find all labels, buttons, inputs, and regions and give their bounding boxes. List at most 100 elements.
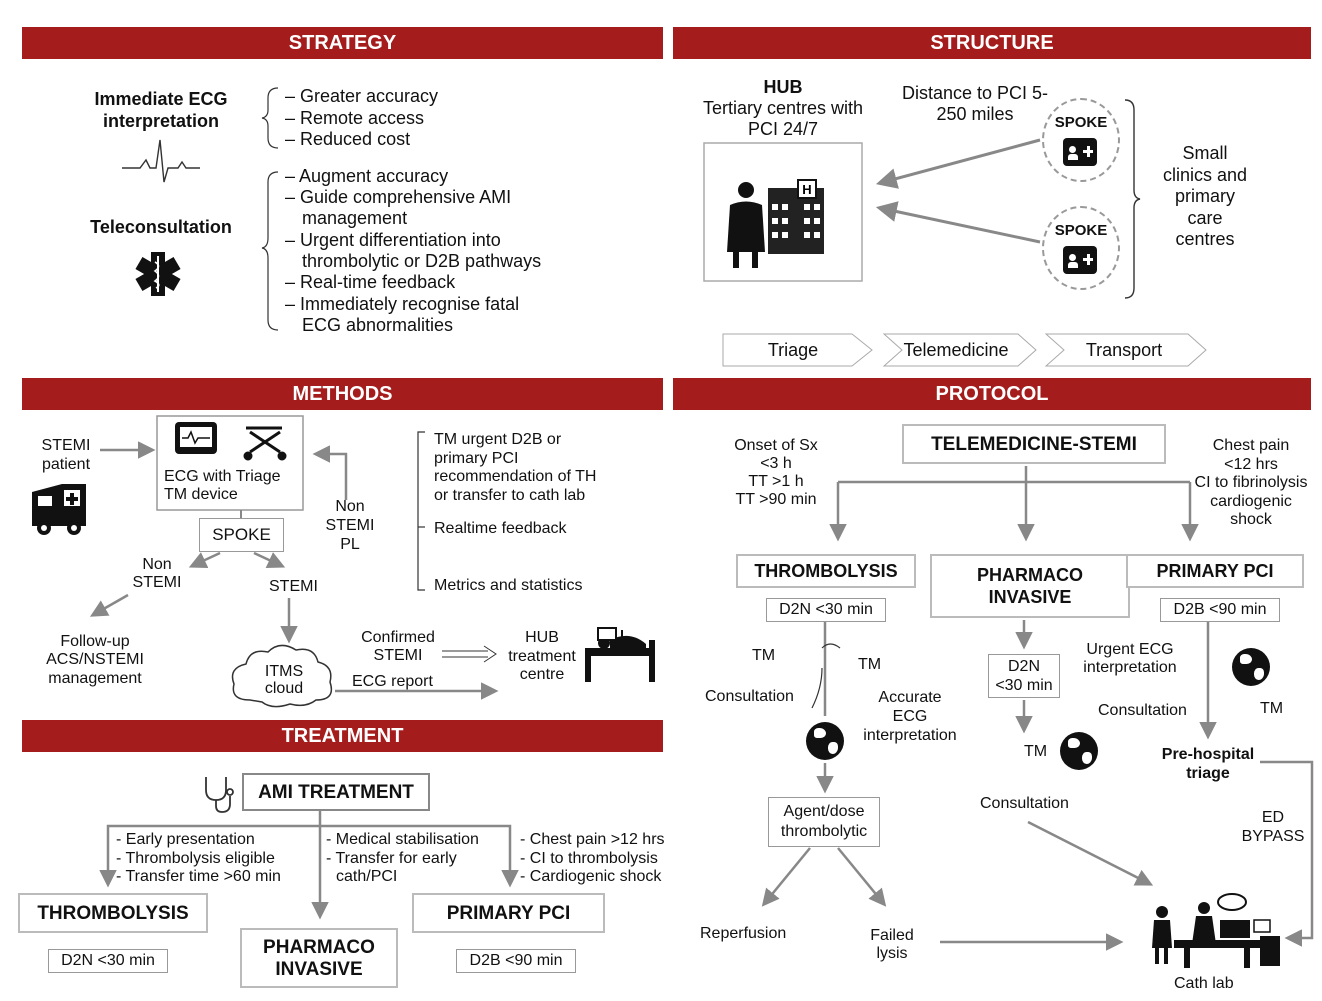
hub-title: HUB [763,77,803,97]
spoke-label: SPOKE [1054,114,1108,131]
spoke-node [1042,98,1120,182]
pharmaco-line: PHARMACO [977,565,1083,585]
tm-label: TM [752,647,776,664]
protocol-d2n-box: D2N <30 min [766,598,886,622]
ecg-item: – Greater accuracy [285,86,439,106]
non-stemi-label: Non [142,556,172,573]
consultation-label: Consultation [980,795,1069,812]
ed-bypass-label: BYPASS [1241,828,1305,845]
hub-treatment-label: treatment [508,648,576,665]
tm-item: Metrics and statistics [434,577,583,594]
criteria-item: - Thrombolysis eligible [116,850,275,867]
stemi-patient-label: patient [41,456,91,473]
ecg-title-line1: Immediate ECG [94,89,228,109]
consultation-label: Consultation [705,688,794,705]
structure-header: STRUCTURE [673,27,1311,59]
confirmed-label: STEMI [373,647,423,664]
followup-label: ACS/NSTEMI [46,651,144,668]
onset-label: Onset of Sx [734,437,818,454]
stemi-label: STEMI [269,578,318,595]
globe-icon [1060,732,1098,770]
tele-item: ECG abnormalities [302,315,454,335]
hub-subtitle: Tertiary centres with [702,98,864,118]
spoke-node [1042,206,1120,290]
protocol-header: PROTOCOL [673,378,1311,410]
clinics-label: Small [1182,143,1228,163]
tele-item: management [302,208,408,228]
chest-pain-label: Chest pain [1212,437,1290,454]
distance-label: Distance to PCI 5- [901,83,1049,103]
agent-dose-box: Agent/dose thrombolytic [768,797,880,847]
hub-treatment-label: HUB [525,629,559,646]
clinics-label: care [1187,208,1223,228]
tele-item: – Urgent differentiation into [285,230,501,250]
spoke-box: SPOKE [199,518,284,552]
medical-kit-icon [1063,138,1097,166]
d2n-line: D2N [1007,658,1040,675]
criteria-item: - Transfer for early [326,850,457,867]
globe-icon [806,722,844,760]
agent-line: Agent/dose [783,803,865,820]
chest-pain-label: cardiogenic [1210,493,1292,510]
distance-label: 250 miles [936,104,1014,124]
medical-kit-icon [1063,246,1097,274]
clinics-label: primary [1174,186,1235,206]
cloud-label: ITMS [264,663,304,680]
urgent-ecg-label: Urgent ECG [1086,641,1174,658]
onset-label: TT >1 h [748,473,804,490]
accurate-ecg-label: interpretation [863,727,957,744]
star-of-life-icon [135,252,181,296]
methods-header: METHODS [22,378,663,410]
thrombolytic-line: thrombolytic [780,823,868,840]
hub-subtitle: PCI 24/7 [747,119,819,139]
criteria-item: - Cardiogenic shock [520,868,662,885]
criteria-item: - Chest pain >12 hrs [520,831,665,848]
invasive-line: INVASIVE [988,587,1072,607]
tm-label: TM [1024,743,1048,760]
chest-pain-label: shock [1230,511,1272,528]
onset-label: <3 h [760,455,792,472]
primary-pci-box: PRIMARY PCI [412,893,605,933]
prehospital-label: Pre-hospital [1161,746,1255,763]
stemi-patient-label: STEMI [41,437,91,454]
pharmaco-line: PHARMACO [263,937,375,958]
step-triage: Triage [767,340,819,360]
chest-pain-label: CI to fibrinolysis [1194,474,1308,491]
criteria-item: - CI to thrombolysis [520,850,658,867]
ed-bypass-label: ED [1261,809,1285,826]
confirmed-label: Confirmed [361,629,435,646]
ami-treatment-box: AMI TREATMENT [242,773,430,811]
device-label: TM device [164,486,238,503]
svg-text:H: H [802,182,811,197]
telemedicine-stemi-box: TELEMEDICINE-STEMI [902,424,1166,464]
protocol-thrombolysis-box: THROMBOLYSIS [736,554,916,588]
non-stemi-label: STEMI [132,574,182,591]
followup-label: management [48,670,142,687]
failed-lysis-label: Failed [870,927,914,944]
stethoscope-icon [205,777,234,813]
tele-item: thrombolytic or D2B pathways [302,251,542,271]
ecg-title-line2: interpretation [102,111,219,131]
protocol-primary-pci-box: PRIMARY PCI [1126,554,1304,588]
criteria-item: - Transfer time >60 min [116,868,281,885]
protocol-pharmaco-box: PHARMACO INVASIVE [930,554,1130,618]
tm-item: primary PCI [434,450,519,467]
ecg-report-label: ECG report [352,673,433,690]
thrombolysis-box: THROMBOLYSIS [18,893,208,933]
tm-label: TM [1260,700,1284,717]
tm-item: recommendation of TH [434,468,597,485]
protocol-d2b-box: D2B <90 min [1160,598,1280,622]
pharmaco-invasive-box: PHARMACO INVASIVE [240,928,398,988]
non-stemi-pl-label: PL [340,536,360,553]
failed-lysis-label: lysis [876,945,908,962]
cloud-label: cloud [264,680,304,697]
criteria-item: - Early presentation [116,831,255,848]
globe-icon [1232,648,1270,686]
tm-label: TM [858,656,882,673]
prehospital-label: triage [1186,765,1230,782]
chest-pain-label: <12 hrs [1224,456,1278,473]
tele-item: – Guide comprehensive AMI [285,187,512,207]
tele-item: – Real-time feedback [285,272,456,292]
reperfusion-label: Reperfusion [700,925,787,942]
